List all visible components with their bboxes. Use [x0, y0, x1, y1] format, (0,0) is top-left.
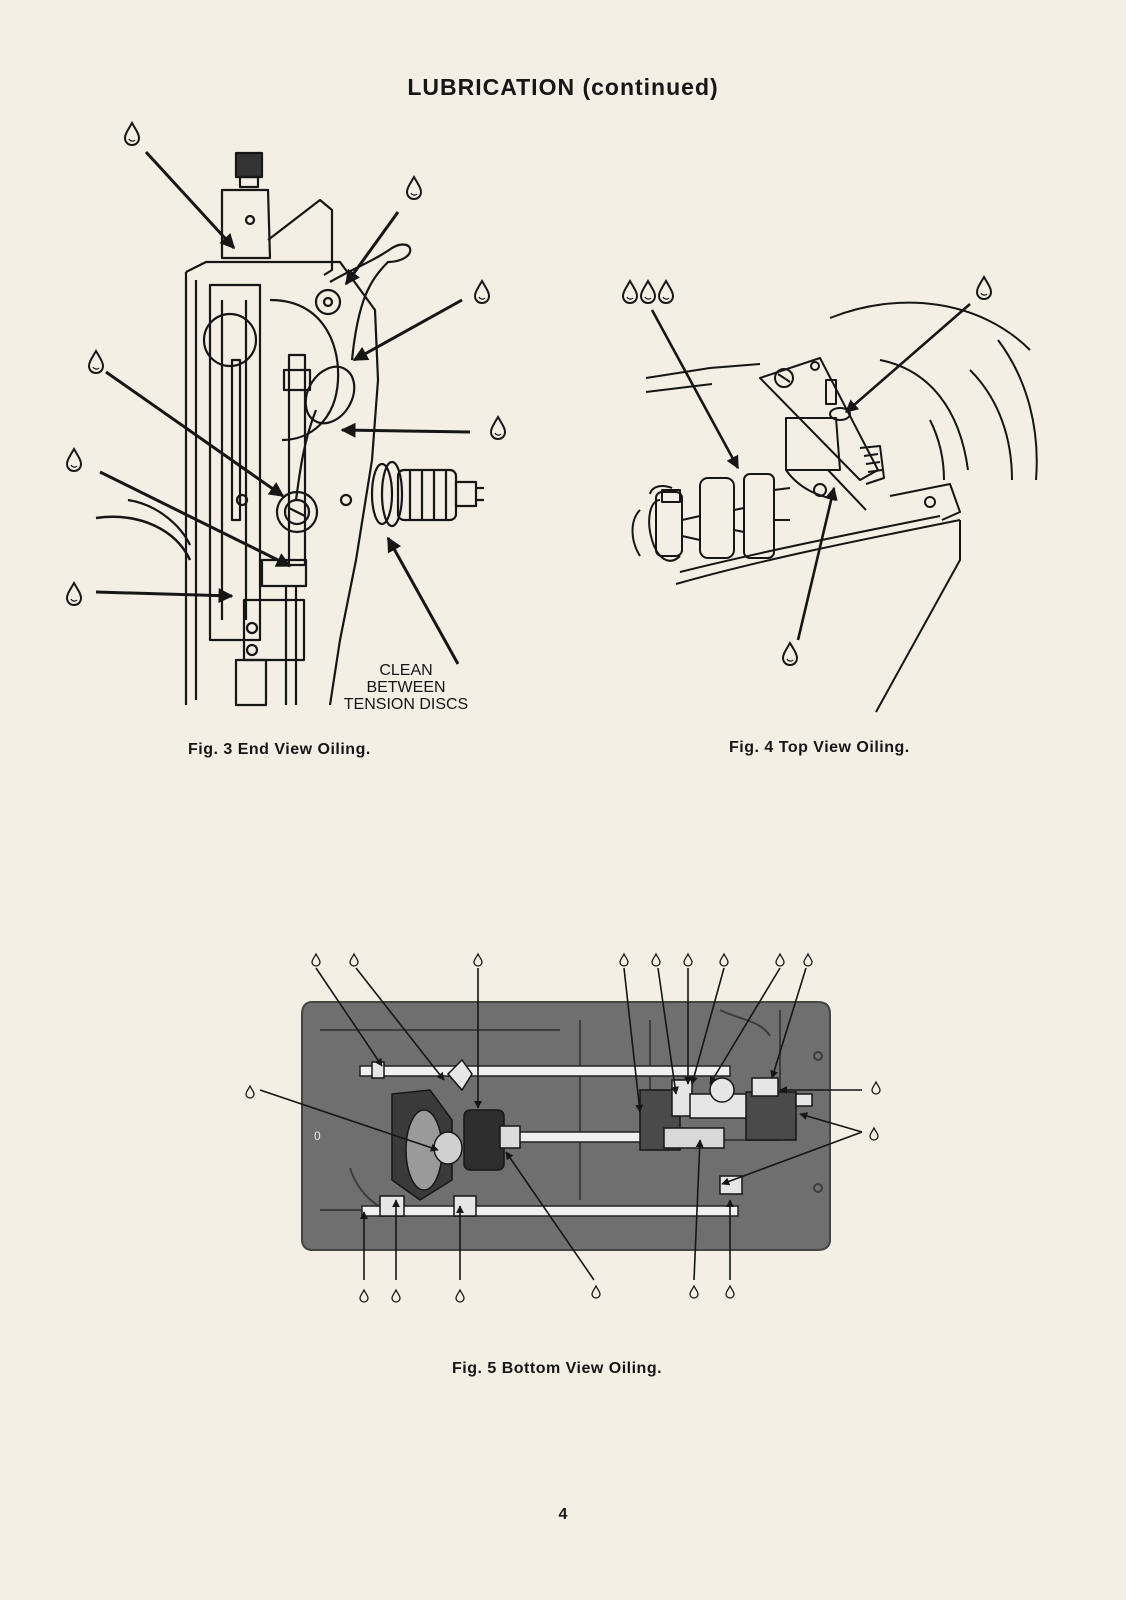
oil-drop-icon: [311, 953, 321, 967]
oil-drop-icon: [782, 642, 798, 666]
oil-drop-icon: [474, 280, 490, 304]
oil-drop-icon: [406, 176, 422, 200]
oil-drop-icon: [66, 582, 82, 606]
oil-drop-icon: [719, 953, 729, 967]
fig3-oil-drops: [66, 122, 506, 606]
fig5-bottom-view-illustration: 0: [245, 953, 881, 1303]
fig3-end-view-illustration: [66, 122, 1038, 713]
oil-drop-icon: [359, 1289, 369, 1303]
oil-drop-icon: [976, 276, 992, 300]
page-title: LUBRICATION (continued): [407, 74, 719, 100]
oil-drop-icon: [775, 953, 785, 967]
oil-drop-icon: [124, 122, 140, 146]
oil-drop-icon: [349, 953, 359, 967]
note-line: TENSION DISCS: [343, 696, 469, 713]
oil-drop-icon: [591, 1285, 601, 1299]
oil-drop-icon: [622, 280, 638, 304]
oil-drop-icon: [651, 953, 661, 967]
oil-drop-icon: [391, 1289, 401, 1303]
oil-drop-icon: [455, 1289, 465, 1303]
note-line: BETWEEN: [366, 679, 446, 696]
oil-drop-icon: [245, 1085, 255, 1099]
fig4-top-view-illustration: [631, 301, 1038, 713]
oil-drop-icon: [658, 280, 674, 304]
oil-drop-icon: [640, 280, 656, 304]
oil-drop-icon: [689, 1285, 699, 1299]
oil-drop-icon: [473, 953, 483, 967]
oil-drop-icon: [88, 350, 104, 374]
fig3-caption: Fig. 3 End View Oiling.: [188, 741, 371, 758]
oil-drop-icon: [803, 953, 813, 967]
note-line: CLEAN: [379, 662, 433, 679]
oil-drop-icon: [725, 1285, 735, 1299]
fig5-caption: Fig. 5 Bottom View Oiling.: [452, 1360, 663, 1377]
oil-drop-icon: [490, 416, 506, 440]
fig4-caption: Fig. 4 Top View Oiling.: [729, 739, 910, 756]
oil-drop-icon: [683, 953, 693, 967]
oil-drop-icon: [619, 953, 629, 967]
oil-drop-icon: [66, 448, 82, 472]
oil-drop-icon: [869, 1127, 879, 1141]
svg-text:0: 0: [314, 1129, 321, 1143]
oil-drop-icon: [871, 1081, 881, 1095]
page-number: 4: [558, 1506, 568, 1523]
tension-disc-note: CLEAN BETWEEN TENSION DISCS: [326, 662, 486, 713]
